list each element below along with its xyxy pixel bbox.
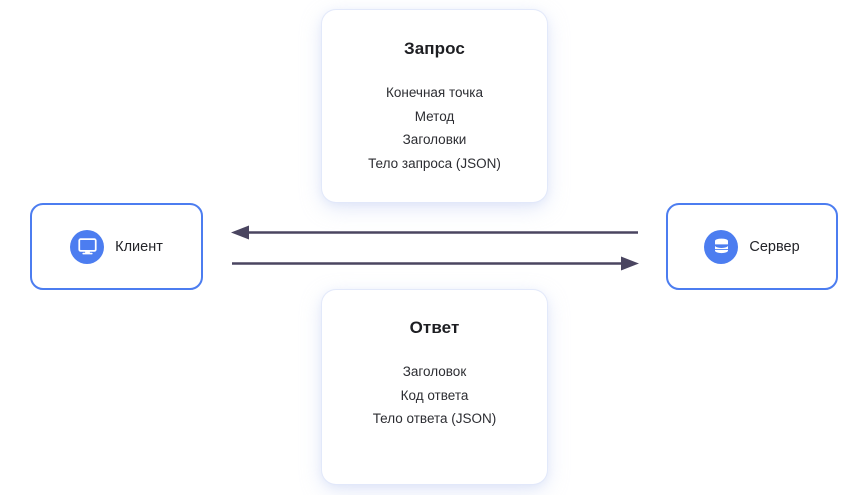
response-line-header: Заголовок (402, 364, 467, 379)
request-card: Запрос Конечная точка Метод Заголовки Те… (322, 10, 547, 202)
response-line-status-code: Код ответа (400, 387, 469, 403)
request-card-title: Запрос (404, 39, 465, 58)
response-line-body: Тело ответа (JSON) (372, 411, 497, 426)
client-node-label: Клиент (115, 238, 163, 255)
request-card-lines: Конечная точка Метод Заголовки Тело запр… (322, 81, 547, 175)
server-node-label: Сервер (749, 238, 800, 255)
monitor-icon (70, 229, 105, 264)
response-arrow (231, 225, 638, 240)
database-icon (704, 229, 739, 264)
client-node: Клиент (30, 203, 203, 290)
client-node-content: Клиент (70, 229, 163, 264)
response-card-title: Ответ (409, 318, 460, 337)
request-line-body: Тело запроса (JSON) (368, 155, 501, 171)
server-node-content: Сервер (704, 229, 800, 264)
request-line-headers: Заголовки (402, 132, 467, 147)
response-card: Ответ Заголовок Код ответа Тело ответа (… (322, 290, 547, 484)
request-line-endpoint: Конечная точка (386, 85, 483, 100)
request-line-method: Метод (414, 108, 455, 124)
response-card-lines: Заголовок Код ответа Тело ответа (JSON) (322, 360, 547, 431)
server-node: Сервер (666, 203, 838, 290)
request-arrow (232, 256, 639, 271)
